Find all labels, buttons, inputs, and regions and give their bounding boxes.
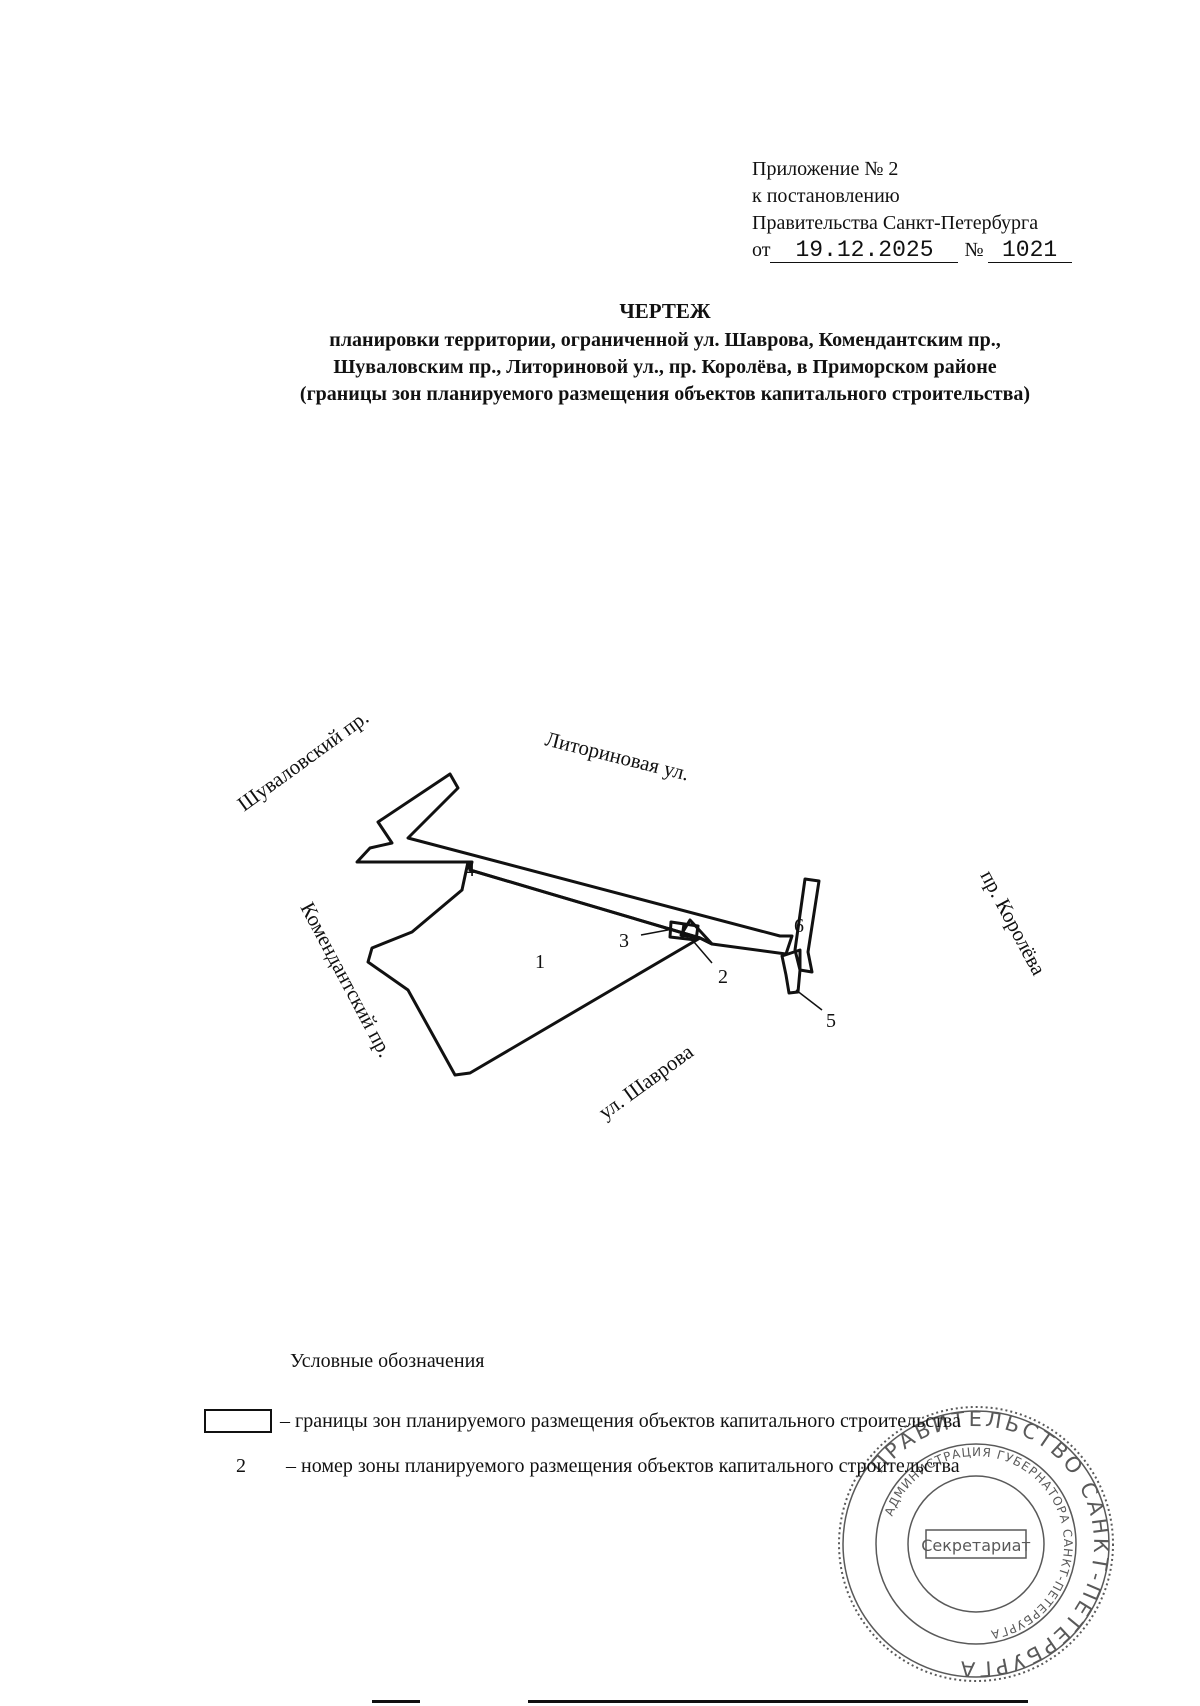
resolution-date: 19.12.2025 bbox=[770, 238, 959, 263]
street-shuvalovsky-label: Шуваловский пр. bbox=[233, 705, 373, 816]
street-shavrova-label: ул. Шаврова bbox=[594, 1039, 698, 1124]
number-sign: № bbox=[964, 239, 984, 261]
legend-boundary-symbol bbox=[204, 1409, 272, 1433]
zone-1-boundary bbox=[366, 860, 702, 1077]
date-prefix: от bbox=[752, 239, 771, 261]
zone-number-3: 3 bbox=[619, 930, 629, 952]
resolution-label: к постановлению bbox=[752, 185, 900, 207]
zone-3-divider bbox=[680, 922, 686, 940]
zone-number-4: 4 bbox=[465, 859, 475, 881]
resolution-number: 1021 bbox=[987, 238, 1072, 263]
seal-center-text: Секретариат bbox=[921, 1536, 1030, 1555]
zone-number-1: 1 bbox=[535, 951, 545, 973]
street-litorinovaya-label: Литориновая ул. bbox=[543, 727, 692, 786]
seal-outer-ring bbox=[838, 1406, 1114, 1682]
seal-inner-circle bbox=[907, 1475, 1045, 1613]
leader-line-2 bbox=[693, 941, 713, 964]
legend-row-boundary: – границы зон планируемого размещения об… bbox=[204, 1409, 961, 1433]
official-seal: ПРАВИТЕЛЬСТВО САНКТ-ПЕТЕРБУРГА АДМИНИСТР… bbox=[838, 1406, 1114, 1682]
street-komendantsky-label: Комендантский пр. bbox=[296, 898, 398, 1061]
title-line-2: Шуваловским пр., Литориновой ул., пр. Ко… bbox=[333, 356, 997, 378]
legend-boundary-label: – границы зон планируемого размещения об… bbox=[280, 1409, 961, 1432]
bottom-rule-2 bbox=[528, 1700, 1028, 1703]
zone-number-2: 2 bbox=[718, 966, 728, 988]
zone-number-6: 6 bbox=[794, 915, 804, 937]
leader-line-3 bbox=[640, 928, 674, 936]
legend-number-sample: 2 bbox=[236, 1455, 246, 1477]
zone-4-boundary bbox=[355, 772, 794, 956]
seal-middle-circle bbox=[875, 1443, 1077, 1645]
bottom-rule-1 bbox=[372, 1700, 420, 1703]
leader-line-5 bbox=[795, 989, 823, 1011]
seal-center-box bbox=[925, 1529, 1027, 1559]
seal-outer-circle bbox=[842, 1410, 1110, 1678]
government-label: Правительства Санкт-Петербурга bbox=[752, 212, 1039, 234]
street-koroleva-label: пр. Королёва bbox=[976, 866, 1052, 980]
appendix-label: Приложение № 2 bbox=[752, 158, 899, 180]
legend-title: Условные обозначения bbox=[290, 1350, 485, 1372]
title-main: ЧЕРТЕЖ bbox=[619, 299, 711, 323]
zone-number-5: 5 bbox=[826, 1010, 836, 1032]
zone-3-boundary bbox=[668, 920, 700, 942]
legend-number-label: – номер зоны планируемого размещения объ… bbox=[286, 1455, 960, 1477]
document-header: Приложение № 2 к постановлению Правитель… bbox=[752, 156, 1072, 264]
document-title: ЧЕРТЕЖ планировки территории, ограниченн… bbox=[0, 298, 1200, 408]
title-line-1: планировки территории, ограниченной ул. … bbox=[329, 329, 1001, 351]
title-line-3: (границы зон планируемого размещения объ… bbox=[299, 383, 1031, 405]
legend-row-number: 2 – номер зоны планируемого размещения о… bbox=[204, 1455, 960, 1478]
